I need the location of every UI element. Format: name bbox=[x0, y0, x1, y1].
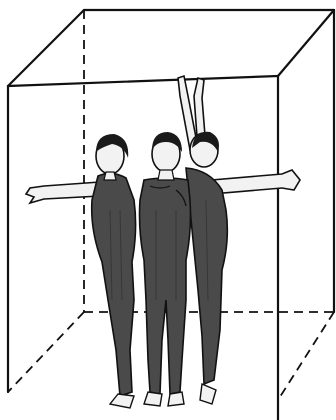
right-figure bbox=[186, 132, 227, 404]
left-figure-body bbox=[92, 173, 136, 396]
center-figure-feet bbox=[144, 392, 184, 406]
left-figure-foot bbox=[110, 394, 134, 408]
right-figure-body bbox=[186, 168, 227, 384]
right-figure-legs-skin bbox=[200, 384, 216, 404]
left-arm-extended bbox=[26, 182, 100, 203]
box-hidden-bottom-right-edge bbox=[278, 312, 334, 400]
box-front-top-edge bbox=[8, 76, 278, 86]
center-figure-neck bbox=[158, 170, 174, 180]
left-figure bbox=[92, 134, 136, 408]
center-figure bbox=[140, 132, 191, 406]
box-top-right-edge bbox=[278, 10, 334, 76]
center-figure-body bbox=[140, 178, 191, 394]
box-hidden-bottom-left-edge bbox=[8, 312, 84, 392]
box-top-left-edge bbox=[8, 10, 84, 86]
left-figure-neck bbox=[104, 172, 116, 180]
